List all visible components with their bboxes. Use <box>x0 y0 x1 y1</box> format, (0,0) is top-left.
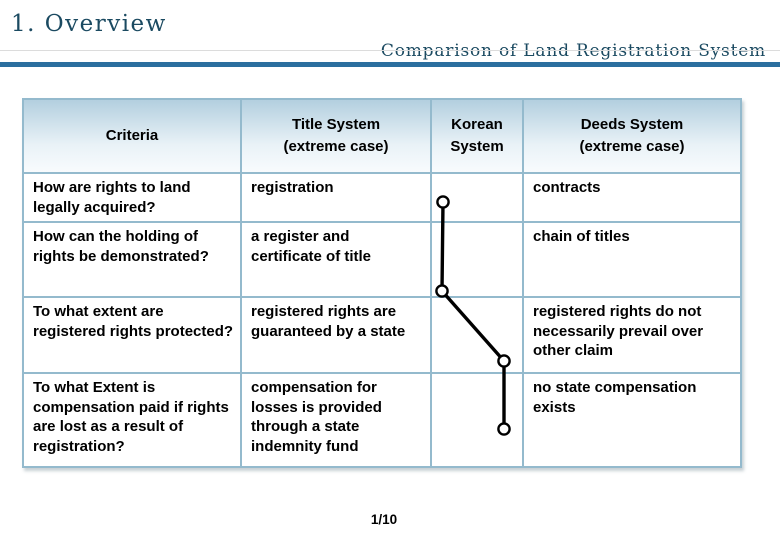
table-row: How can the holding of rights be demonst… <box>22 221 742 298</box>
header-divider-thin <box>0 50 780 51</box>
table-row: To what Extent is compensation paid if r… <box>22 372 742 468</box>
title-system-cell: a register and certificate of title <box>240 221 432 298</box>
header-divider-accent <box>0 62 780 67</box>
page-number: 1/10 <box>370 512 398 527</box>
korean-system-cell <box>430 172 524 223</box>
table-row: How are rights to land legally acquired?… <box>22 172 742 223</box>
korean-system-cell <box>430 296 524 374</box>
slide-subtitle: Comparison of Land Registration System <box>380 41 766 61</box>
deeds-system-cell: contracts <box>522 172 742 223</box>
title-system-cell: registration <box>240 172 432 223</box>
korean-system-cell <box>430 221 524 298</box>
deeds-system-cell: registered rights do not necessarily pre… <box>522 296 742 374</box>
criteria-cell: How are rights to land legally acquired? <box>22 172 242 223</box>
page-title: 1. Overview <box>11 11 167 37</box>
col-header-korean-system: Korean System <box>430 98 524 174</box>
col-header-criteria: Criteria <box>22 98 242 174</box>
deeds-system-cell: chain of titles <box>522 221 742 298</box>
col-header-deeds-system: Deeds System (extreme case) <box>522 98 742 174</box>
criteria-cell: How can the holding of rights be demonst… <box>22 221 242 298</box>
comparison-table: Criteria Title System (extreme case) Kor… <box>22 98 742 468</box>
col-header-title-system: Title System (extreme case) <box>240 98 432 174</box>
korean-system-cell <box>430 372 524 468</box>
table-row: To what extent are registered rights pro… <box>22 296 742 374</box>
criteria-cell: To what Extent is compensation paid if r… <box>22 372 242 468</box>
title-system-cell: registered rights are guaranteed by a st… <box>240 296 432 374</box>
criteria-cell: To what extent are registered rights pro… <box>22 296 242 374</box>
table-header-row: Criteria Title System (extreme case) Kor… <box>22 98 742 174</box>
deeds-system-cell: no state compensation exists <box>522 372 742 468</box>
title-system-cell: compensation for losses is provided thro… <box>240 372 432 468</box>
